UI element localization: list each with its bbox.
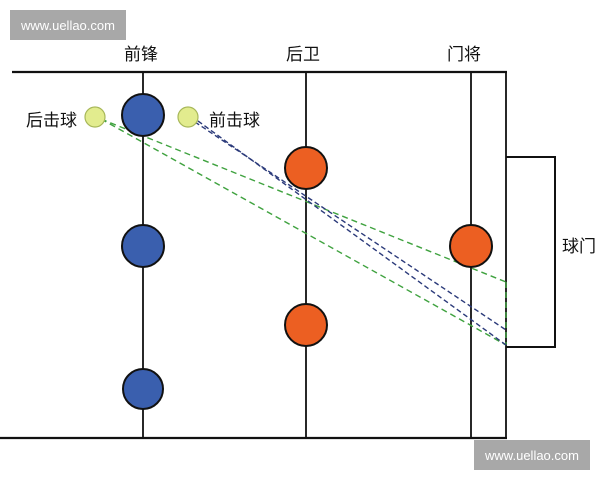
forward-player-1 [121, 93, 165, 137]
label-front-ball: 前击球 [209, 111, 260, 131]
front-ball-paths [194, 120, 507, 346]
back-ball-paths [100, 118, 507, 346]
forward-player-3 [122, 368, 164, 410]
forward-player-2 [121, 224, 165, 268]
goalkeeper-player [449, 224, 493, 268]
label-forward: 前锋 [124, 45, 158, 65]
front-ball [177, 106, 199, 128]
label-defender: 后卫 [286, 45, 320, 65]
back-ball [84, 106, 106, 128]
label-goal: 球门 [562, 237, 596, 257]
watermark-bottom: www.uellao.com [474, 440, 590, 470]
label-back-ball: 后击球 [26, 111, 77, 131]
defender-player-1 [284, 146, 328, 190]
label-goalkeeper: 门将 [447, 45, 481, 65]
defender-player-2 [284, 303, 328, 347]
goal-box [506, 156, 556, 348]
watermark-top: www.uellao.com [10, 10, 126, 40]
